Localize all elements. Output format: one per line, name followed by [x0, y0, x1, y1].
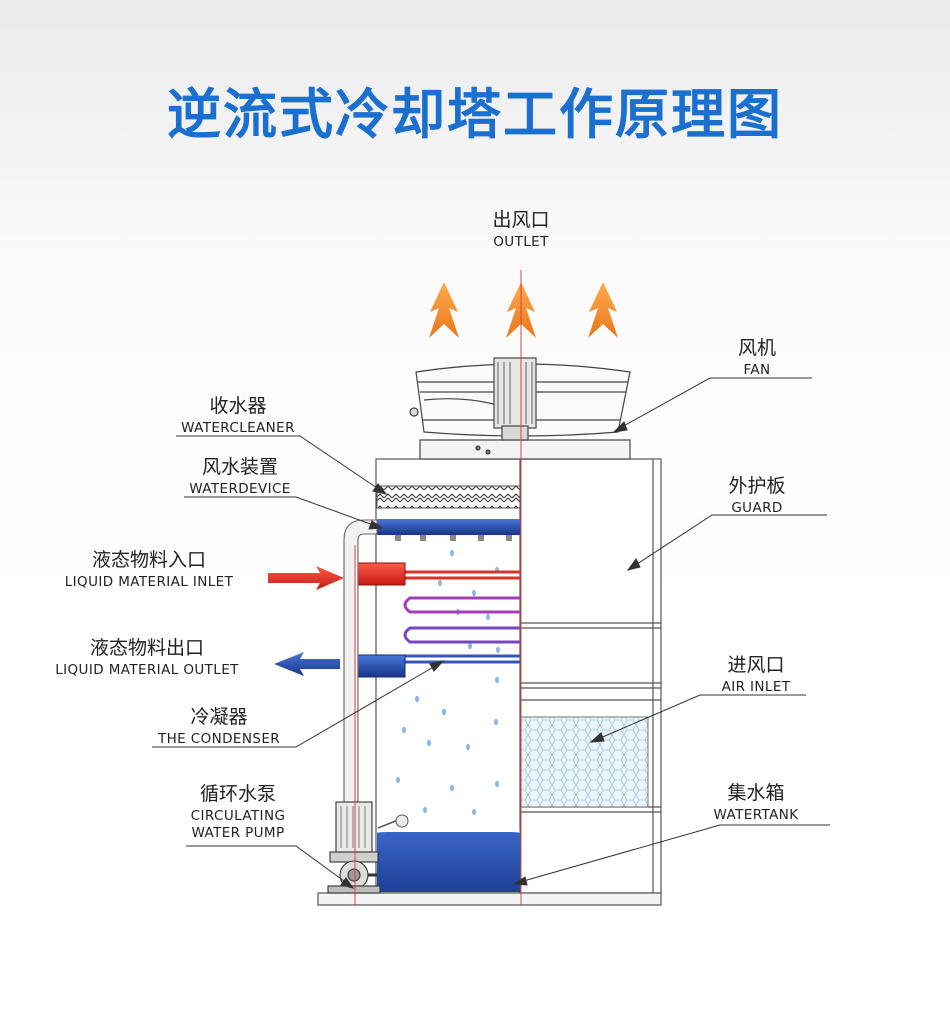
centerlines — [354, 270, 522, 905]
label-condenser: 冷凝器 THE CONDENSER — [157, 706, 281, 747]
label-liquid-inlet: 液态物料入口 LIQUID MATERIAL INLET — [64, 549, 234, 590]
label-guard: 外护板 GUARD — [728, 475, 786, 516]
outlet-header — [354, 654, 406, 678]
water-tank — [377, 832, 520, 892]
label-watercleaner: 收水器 WATERCLEANER — [181, 395, 295, 436]
page-title: 逆流式冷却塔工作原理图 — [167, 83, 783, 146]
label-fan: 风机 FAN — [737, 337, 776, 378]
inlet-arrow — [268, 566, 344, 590]
label-waterdevice: 风水装置 WATERDEVICE — [189, 456, 291, 497]
label-pump: 循环水泵 CIRCULATING WATER PUMP — [190, 783, 286, 841]
water-distributor — [377, 519, 520, 541]
air-inlet-mesh — [520, 716, 649, 808]
label-air-inlet: 进风口 AIR INLET — [721, 654, 791, 695]
condenser-coils — [403, 570, 520, 664]
fan-assembly — [409, 357, 631, 460]
label-liquid-outlet: 液态物料出口 LIQUID MATERIAL OUTLET — [55, 637, 239, 678]
water-droplets — [396, 549, 500, 816]
inlet-header — [354, 562, 406, 586]
leader-lines — [152, 377, 830, 889]
outlet-arrow — [274, 652, 340, 676]
water-cleaner — [376, 485, 521, 509]
circulation-pipe — [343, 519, 378, 846]
label-watertank: 集水箱 WATERTANK — [713, 782, 799, 823]
float-valve — [377, 814, 409, 829]
exhaust-arrows — [429, 282, 618, 338]
label-outlet: 出风口 OUTLET — [492, 209, 550, 250]
circulating-pump — [327, 801, 381, 894]
